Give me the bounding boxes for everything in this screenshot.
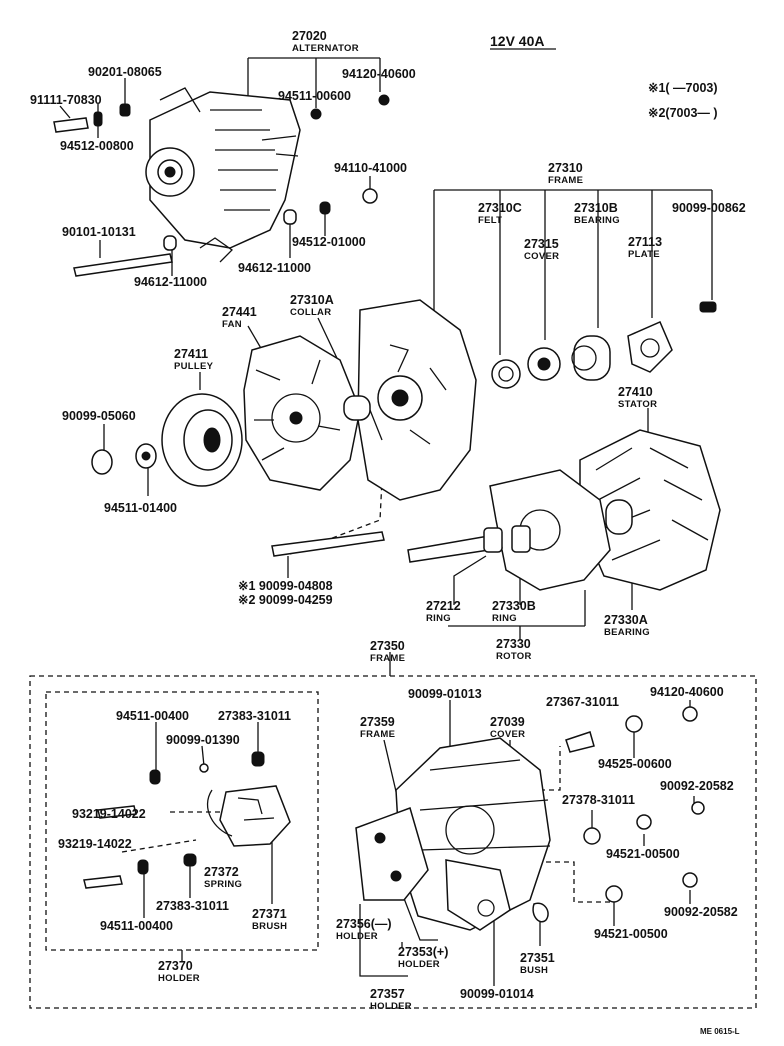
part-number-94612b: 94612-11000: [238, 261, 311, 275]
part-number-27370: 27370: [158, 959, 193, 973]
part-number-27359: 27359: [360, 715, 395, 729]
part-number-93219b: 93219-14022: [58, 837, 132, 851]
leader-lines: [29, 57, 757, 1009]
brush-holder-parts: [83, 751, 291, 889]
part-number-94110: 94110-41000: [334, 161, 407, 175]
part-name-27410: STATOR: [618, 399, 657, 410]
part-name-27310: FRAME: [548, 175, 583, 186]
part-number-94511d: 94511-00400: [100, 919, 173, 933]
part-number-27330B: 27330B: [492, 599, 536, 613]
part-number-s1: ※1 90099-04808: [238, 579, 333, 593]
part-name-27356: HOLDER: [336, 931, 378, 942]
footer-code: ME 0615-L: [700, 1027, 740, 1036]
part-number-27383b: 27383-31011: [156, 899, 229, 913]
part-number-27410: 27410: [618, 385, 653, 399]
part-number-s2: ※2 90099-04259: [238, 593, 333, 607]
small-fasteners-top: [53, 94, 717, 313]
part-name-27310B: BEARING: [574, 215, 620, 226]
right-fasteners: [565, 706, 705, 903]
part-number-90101: 90101-10131: [62, 225, 136, 239]
part-number-27378: 27378-31011: [562, 793, 635, 807]
part-name-27357: HOLDER: [370, 1001, 412, 1012]
part-number-27357: 27357: [370, 987, 405, 1001]
part-number-94612a: 94612-11000: [134, 275, 207, 289]
part-number-27372: 27372: [204, 865, 239, 879]
part-name-27310A: COLLAR: [290, 307, 331, 318]
part-number-27039: 27039: [490, 715, 525, 729]
part-number-27310C: 27310C: [478, 201, 522, 215]
part-name-27315: COVER: [524, 251, 559, 262]
part-number-27113: 27113: [628, 235, 662, 249]
part-number-27310: 27310: [548, 161, 583, 175]
part-number-27411: 27411: [174, 347, 208, 361]
part-name-27372: SPRING: [204, 879, 242, 890]
part-number-94120a: 94120-40600: [342, 67, 416, 81]
part-number-27371: 27371: [252, 907, 287, 921]
part-name-27359: FRAME: [360, 729, 395, 740]
part-name-27330A: BEARING: [604, 627, 650, 638]
part-number-90099b: 90099-05060: [62, 409, 136, 423]
part-number-94512b: 94512-01000: [292, 235, 366, 249]
part-number-27356: 27356(—): [336, 917, 392, 931]
part-number-93219a: 93219-14022: [72, 807, 146, 821]
part-number-27212: 27212: [426, 599, 461, 613]
frame-and-bearings: [357, 299, 673, 501]
part-number-91111: 91111-70830: [30, 93, 102, 107]
fan-pulley: [91, 335, 385, 557]
part-number-27330: 27330: [496, 637, 531, 651]
part-name-27310C: FELT: [478, 215, 502, 226]
part-number-90099e: 90099-01014: [460, 987, 534, 1001]
part-number-27310B: 27310B: [574, 201, 618, 215]
part-name-27330: ROTOR: [496, 651, 532, 662]
legend-line-2: ※2(7003— ): [648, 106, 718, 120]
part-name-27351: BUSH: [520, 965, 548, 976]
part-number-27020: 27020: [292, 29, 327, 43]
part-number-27441: 27441: [222, 305, 257, 319]
part-number-90099a: 90099-00862: [672, 201, 746, 215]
part-number-90092b: 90092-20582: [664, 905, 738, 919]
part-name-27370: HOLDER: [158, 973, 200, 984]
part-number-27330A: 27330A: [604, 613, 648, 627]
part-number-94512a: 94512-00800: [60, 139, 134, 153]
part-name-27113: PLATE: [628, 249, 660, 260]
alternator-assembly: [145, 87, 301, 263]
legend-line-1: ※1( —7003): [648, 81, 718, 95]
spec-text: 12V 40A: [490, 33, 544, 49]
part-name-27020: ALTERNATOR: [292, 43, 359, 54]
part-number-27310A: 27310A: [290, 293, 334, 307]
part-number-90099c: 90099-01390: [166, 733, 240, 747]
part-name-27212: RING: [426, 613, 451, 624]
part-name-27039: COVER: [490, 729, 525, 740]
part-number-27351: 27351: [520, 951, 555, 965]
part-number-94521b: 94521-00500: [594, 927, 668, 941]
stator-rotor: [407, 429, 721, 591]
part-number-94525: 94525-00600: [598, 757, 672, 771]
part-name-27441: FAN: [222, 319, 242, 330]
part-number-94511b: 94511-01400: [104, 501, 177, 515]
part-name-27330B: RING: [492, 613, 517, 624]
part-name-27350: FRAME: [370, 653, 405, 664]
part-number-94521a: 94521-00500: [606, 847, 680, 861]
rear-frame: [355, 737, 551, 931]
part-number-90099d: 90099-01013: [408, 687, 482, 701]
part-number-94511a: 94511-00600: [278, 89, 351, 103]
part-number-27383a: 27383-31011: [218, 709, 291, 723]
part-number-27367: 27367-31011: [546, 695, 619, 709]
part-number-94120b: 94120-40600: [650, 685, 724, 699]
part-number-27353: 27353(+): [398, 945, 448, 959]
part-number-27350: 27350: [370, 639, 405, 653]
part-number-90092a: 90092-20582: [660, 779, 734, 793]
part-name-27353: HOLDER: [398, 959, 440, 970]
part-number-94511c: 94511-00400: [116, 709, 189, 723]
part-name-27371: BRUSH: [252, 921, 287, 932]
part-number-27315: 27315: [524, 237, 559, 251]
part-name-27411: PULLEY: [174, 361, 214, 372]
part-number-90201: 90201-08065: [88, 65, 162, 79]
